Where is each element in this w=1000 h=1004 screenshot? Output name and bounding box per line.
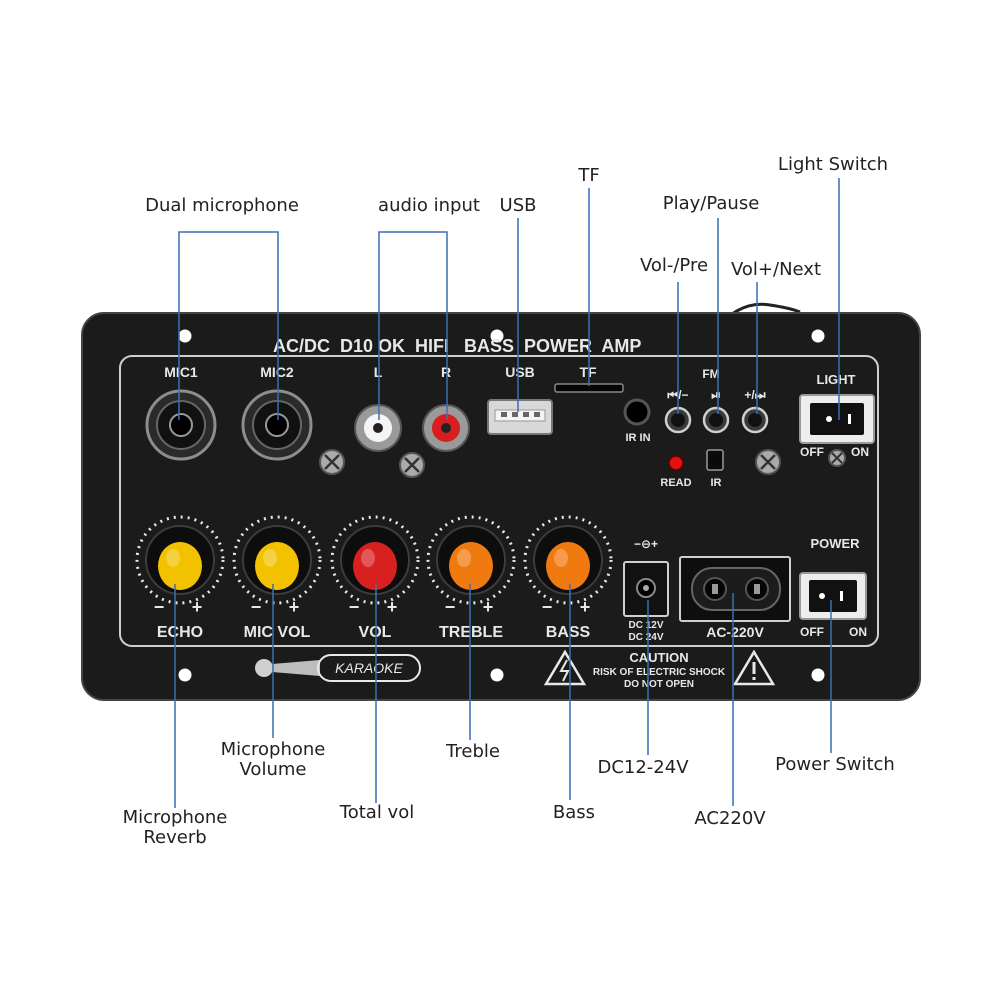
dc-spec-24v: DC 24V xyxy=(628,632,663,643)
callout-total-vol: Total vol xyxy=(339,802,415,823)
light-off-label: OFF xyxy=(800,445,824,459)
ir-in-jack[interactable] xyxy=(623,398,651,426)
dc-polarity-icon: −⊖+ xyxy=(634,537,658,551)
dc-spec-12v: DC 12V xyxy=(628,620,663,631)
ac-label: AC-220V xyxy=(706,624,764,640)
light-switch[interactable] xyxy=(799,394,875,444)
rca-left-jack[interactable] xyxy=(354,404,402,452)
ir-in-label: IR IN xyxy=(625,432,650,444)
mic2-jack[interactable] xyxy=(241,389,313,461)
karaoke-badge xyxy=(255,654,421,682)
mount-hole-icon xyxy=(811,329,825,343)
callout-play-pause: Play/Pause xyxy=(662,193,760,214)
screw-icon xyxy=(828,449,846,467)
dc-jack[interactable] xyxy=(623,561,669,617)
ir-receiver-icon xyxy=(706,449,724,471)
usb-label: USB xyxy=(505,364,535,380)
callout-bass: Bass xyxy=(552,802,596,823)
knob-minus-label: − xyxy=(349,597,360,617)
power-off-label: OFF xyxy=(800,625,824,639)
knob-group: − + ECHO − + MIC VOL − + VOL − + TREBLE − + BASS xyxy=(135,515,613,641)
mic2-label: MIC2 xyxy=(260,364,294,380)
amplifier-plate xyxy=(81,312,921,701)
light-title: LIGHT xyxy=(817,372,856,387)
ir-label: IR xyxy=(711,477,722,489)
mount-hole-icon xyxy=(178,668,192,682)
mount-hole-icon xyxy=(178,329,192,343)
panel-frame xyxy=(119,355,879,647)
knob-minus-label: − xyxy=(542,597,553,617)
mic1-jack[interactable] xyxy=(145,389,217,461)
screw-icon xyxy=(399,452,425,478)
callout-ac220v: AC220V xyxy=(694,808,766,829)
callout-treble: Treble xyxy=(446,741,500,762)
karaoke-label: KARAOKE xyxy=(335,660,403,676)
screw-icon xyxy=(755,449,781,475)
power-switch[interactable] xyxy=(799,572,867,620)
caution-title: CAUTION xyxy=(629,650,688,665)
play-pause-button[interactable] xyxy=(702,406,730,434)
knob-label: MIC VOL xyxy=(244,624,311,641)
knob-label: ECHO xyxy=(157,624,203,641)
callout-microphone-volume: Microphone Volume xyxy=(220,739,326,780)
knob-minus-label: − xyxy=(251,597,262,617)
callout-light-switch: Light Switch xyxy=(777,154,889,175)
leader-lines xyxy=(174,178,840,808)
callout-usb: USB xyxy=(499,195,537,216)
rca-right-jack[interactable] xyxy=(422,404,470,452)
caution-line1: RISK OF ELECTRIC SHOCK xyxy=(593,667,726,678)
knob-mic-vol[interactable] xyxy=(232,515,322,605)
knob-label: TREBLE xyxy=(439,624,503,641)
left-label: L xyxy=(374,364,383,380)
leader-dual-mic xyxy=(178,231,279,420)
warning-triangle-icon xyxy=(732,649,776,686)
knob-plus-label: + xyxy=(483,597,494,617)
leader-audio-input xyxy=(378,231,448,420)
right-label: R xyxy=(441,364,451,380)
knob-plus-label: + xyxy=(289,597,300,617)
light-on-label: ON xyxy=(851,445,869,459)
screw-icon xyxy=(319,449,345,475)
mount-hole-icon xyxy=(490,329,504,343)
knob-bass[interactable] xyxy=(523,515,613,605)
knob-plus-label: + xyxy=(192,597,203,617)
read-led-icon xyxy=(668,455,684,471)
caution-line2: DO NOT OPEN xyxy=(624,679,694,690)
usb-port[interactable] xyxy=(487,399,553,435)
knob-plus-label: + xyxy=(387,597,398,617)
callout-microphone-reverb: Microphone Reverb xyxy=(122,807,228,848)
knob-minus-label: − xyxy=(154,597,165,617)
knob-minus-label: − xyxy=(445,597,456,617)
mount-hole-icon xyxy=(490,668,504,682)
mount-hole-icon xyxy=(811,668,825,682)
knob-label: BASS xyxy=(546,624,591,641)
callout-dual-microphone: Dual microphone xyxy=(145,195,299,216)
callout-vol-next: Vol+/Next xyxy=(730,259,822,280)
tf-label: TF xyxy=(579,364,597,380)
fm-label: FM xyxy=(702,367,719,381)
callout-power-switch: Power Switch xyxy=(775,754,895,775)
ac-socket[interactable] xyxy=(679,556,791,622)
callout-vol-pre: Vol-/Pre xyxy=(639,255,709,276)
callout-tf: TF xyxy=(578,165,600,186)
knob-treble[interactable] xyxy=(426,515,516,605)
panel-title: AC/DC D10 OK HIFI BASS POWER AMP xyxy=(273,336,641,356)
knob-vol[interactable] xyxy=(330,515,420,605)
callout-dc12-24v: DC12-24V xyxy=(597,757,689,778)
power-on-label: ON xyxy=(849,625,867,639)
callout-audio-input: audio input xyxy=(378,195,480,216)
warning-triangle-icon xyxy=(543,649,587,686)
next-button[interactable] xyxy=(741,406,769,434)
knob-echo[interactable] xyxy=(135,515,225,605)
play-button-label: ⏯ xyxy=(711,388,721,402)
read-label: READ xyxy=(660,477,691,489)
mic1-label: MIC1 xyxy=(164,364,198,380)
next-button-label: +/⏭ xyxy=(744,388,765,402)
knob-plus-label: + xyxy=(580,597,591,617)
knob-label: VOL xyxy=(359,624,392,641)
power-title: POWER xyxy=(810,536,860,551)
